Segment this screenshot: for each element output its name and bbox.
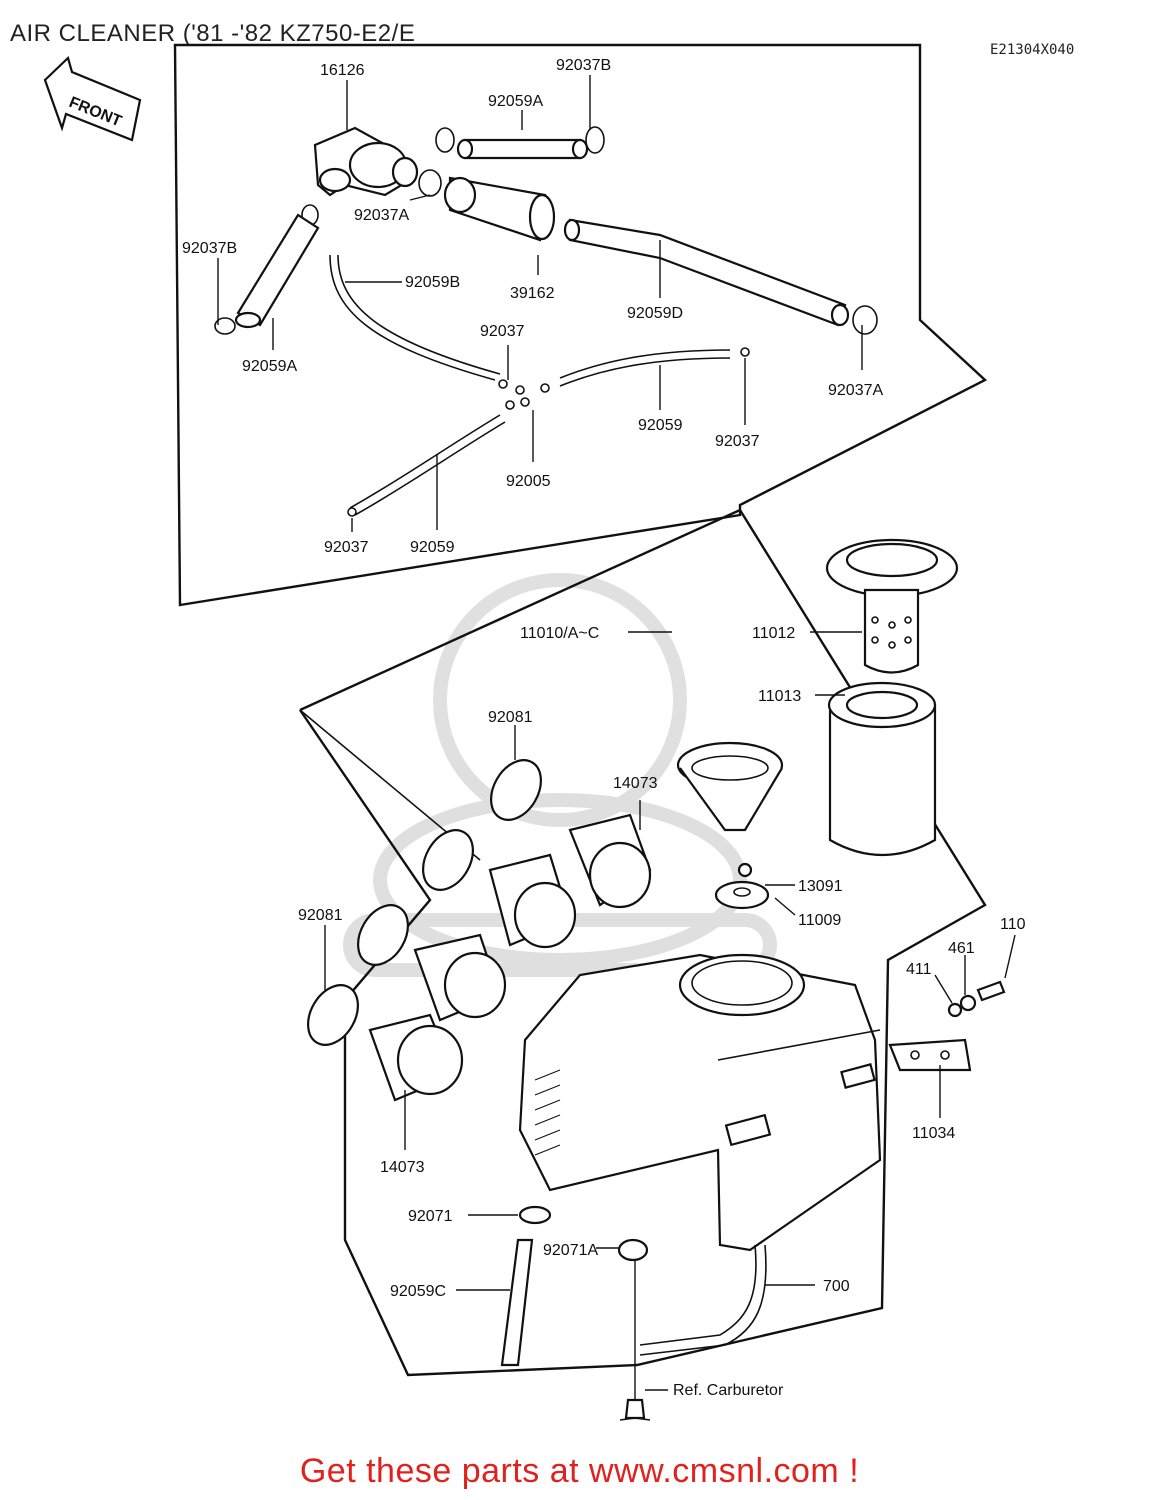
callout-92059d: 92059D <box>627 305 683 322</box>
part-11034-bracket <box>888 1038 972 1072</box>
callout-92037a-right: 92037A <box>828 382 883 399</box>
callout-92081-left: 92081 <box>298 907 343 924</box>
part-92059a-hose-top <box>456 138 589 160</box>
part-11012-cap <box>825 538 959 674</box>
callout-92059a-top: 92059A <box>488 93 543 110</box>
part-14073-funnel <box>676 741 784 832</box>
callout-ref-carburetor: Ref. Carburetor <box>673 1382 784 1399</box>
carburetor-fitting-icon <box>619 1398 651 1421</box>
callout-92037b-top: 92037B <box>556 57 611 74</box>
cta-link[interactable]: Get these parts at www.cmsnl.com ! <box>299 1452 860 1490</box>
callout-92037-bottom: 92037 <box>324 539 369 556</box>
callout-11034: 11034 <box>912 1125 955 1142</box>
callout-92059b: 92059B <box>405 274 460 291</box>
callout-461: 461 <box>948 940 975 957</box>
callout-11012: 11012 <box>752 625 795 642</box>
callout-92059a-left: 92059A <box>242 358 297 375</box>
callout-92037b-left: 92037B <box>182 240 237 257</box>
part-11010-housing <box>518 953 882 1252</box>
upper-assembly-frame <box>173 43 988 607</box>
part-92081-orings <box>307 759 542 1046</box>
callout-92071: 92071 <box>408 1208 453 1225</box>
leader-lines <box>217 75 1016 1400</box>
callout-11010: 11010/A~C <box>520 625 599 642</box>
part-92059a-hose-left <box>234 213 320 329</box>
part-700-hose <box>639 1244 767 1356</box>
callout-92037-mid: 92037 <box>480 323 525 340</box>
callout-11009: 11009 <box>798 912 841 929</box>
callout-92059c: 92059C <box>390 1283 446 1300</box>
front-arrow-icon: FRONT <box>43 55 142 142</box>
callout-39162: 39162 <box>510 285 555 302</box>
part-11009-grommet <box>714 862 770 910</box>
callout-14073-bottom: 14073 <box>380 1159 425 1176</box>
fitting-icons <box>347 347 750 517</box>
callout-labels: 16126 92037B 92059A 92037A 92037B 92059B… <box>182 57 1026 1399</box>
page-title: AIR CLEANER ('81 -'82 KZ750-E2/E <box>10 20 416 47</box>
callout-92059-mid: 92059 <box>638 417 683 434</box>
callout-92071a: 92071A <box>543 1242 598 1259</box>
watermark-logo <box>343 573 777 977</box>
callout-411: 411 <box>906 961 932 978</box>
part-39162-duct <box>443 176 556 242</box>
part-16126-joint <box>313 126 419 197</box>
part-92059d-hose <box>563 218 850 327</box>
callout-92005: 92005 <box>506 473 551 490</box>
callout-700: 700 <box>823 1278 850 1295</box>
part-11013-filter <box>827 681 937 856</box>
part-bolts-411-461-110 <box>947 980 1006 1018</box>
callout-110: 110 <box>1000 916 1026 933</box>
part-92059-hoses <box>349 349 731 516</box>
callout-14073-top: 14073 <box>613 775 658 792</box>
callout-92037-right: 92037 <box>715 433 760 450</box>
part-14073-boots <box>368 813 652 1102</box>
diagram-code: E21304X040 <box>990 42 1075 58</box>
callout-11013: 11013 <box>758 688 801 705</box>
callout-16126: 16126 <box>320 62 365 79</box>
part-92059b-hose <box>329 254 501 381</box>
callout-13091: 13091 <box>798 878 843 895</box>
callout-92081-top: 92081 <box>488 709 533 726</box>
part-92059c-pipe <box>500 1238 534 1367</box>
callout-92059-bottom: 92059 <box>410 539 455 556</box>
callout-92037a-top: 92037A <box>354 207 409 224</box>
part-92071-grommets <box>518 1205 649 1262</box>
